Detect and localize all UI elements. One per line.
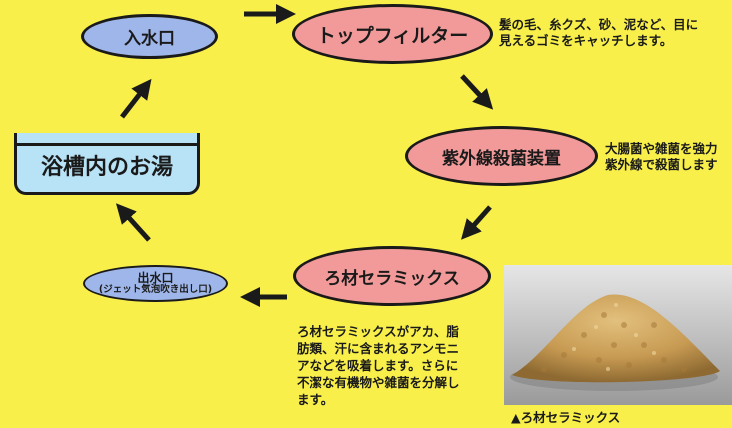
ceramics-desc-line-5: ます。 xyxy=(297,392,334,407)
outlet-sublabel: (ジェット気泡吹き出し口) xyxy=(98,283,213,295)
top-filter-label: トップフィルター xyxy=(316,24,469,47)
photo-caption: ▲ろ材セラミックス xyxy=(511,410,621,425)
inlet-label: 入水口 xyxy=(124,29,175,49)
ceramics-desc-line-2: 肪類、汗に含まれるアンモニ xyxy=(297,341,460,356)
ceramics-desc-line-1: ろ材セラミックスがアカ、脂 xyxy=(297,324,459,339)
water-line xyxy=(17,143,197,146)
uv-description: 大腸菌や雑菌を強力 紫外線で殺菌します xyxy=(605,141,718,173)
top-filter-description: 髪の毛、糸クズ、砂、泥など、目に 見えるゴミをキャッチします。 xyxy=(499,17,698,49)
ceramics-label: ろ材セラミックス xyxy=(324,268,460,289)
top-filter-desc-line-2: 見えるゴミをキャッチします。 xyxy=(499,33,673,48)
bathtub: 浴槽内のお湯 xyxy=(14,133,200,195)
top-filter-desc-line-1: 髪の毛、糸クズ、砂、泥など、目に xyxy=(499,17,699,32)
outlet-node: 出水口 (ジェット気泡吹き出し口) xyxy=(83,265,228,302)
outlet-label: 出水口 xyxy=(137,270,174,285)
uv-sterilizer-node: 紫外線殺菌装置 xyxy=(405,126,598,186)
uv-desc-line-1: 大腸菌や雑菌を強力 xyxy=(605,141,718,156)
arrow-outlet-to-tub xyxy=(115,203,151,242)
ceramics-photo xyxy=(504,265,732,405)
ceramics-desc-line-4: 不潔な有機物や雑菌を分解し xyxy=(297,375,460,390)
ceramics-node: ろ材セラミックス xyxy=(293,246,491,306)
inlet-node: 入水口 xyxy=(81,14,218,59)
arrow-filter-to-uv xyxy=(460,74,494,110)
arrow-tub-to-inlet xyxy=(120,78,152,119)
arrow-uv-to-ceramics xyxy=(461,205,492,240)
ceramics-description: ろ材セラミックスがアカ、脂 肪類、汗に含まれるアンモニ アなどを吸着します。さら… xyxy=(297,323,460,408)
ceramic-beads-pile xyxy=(510,294,720,391)
uv-sterilizer-label: 紫外線殺菌装置 xyxy=(442,148,561,169)
top-filter-node: トップフィルター xyxy=(292,4,493,64)
ceramics-desc-line-3: アなどを吸着します。さらに xyxy=(297,358,459,373)
bathtub-label: 浴槽内のお湯 xyxy=(40,155,173,180)
uv-desc-line-2: 紫外線で殺菌します xyxy=(605,157,718,172)
